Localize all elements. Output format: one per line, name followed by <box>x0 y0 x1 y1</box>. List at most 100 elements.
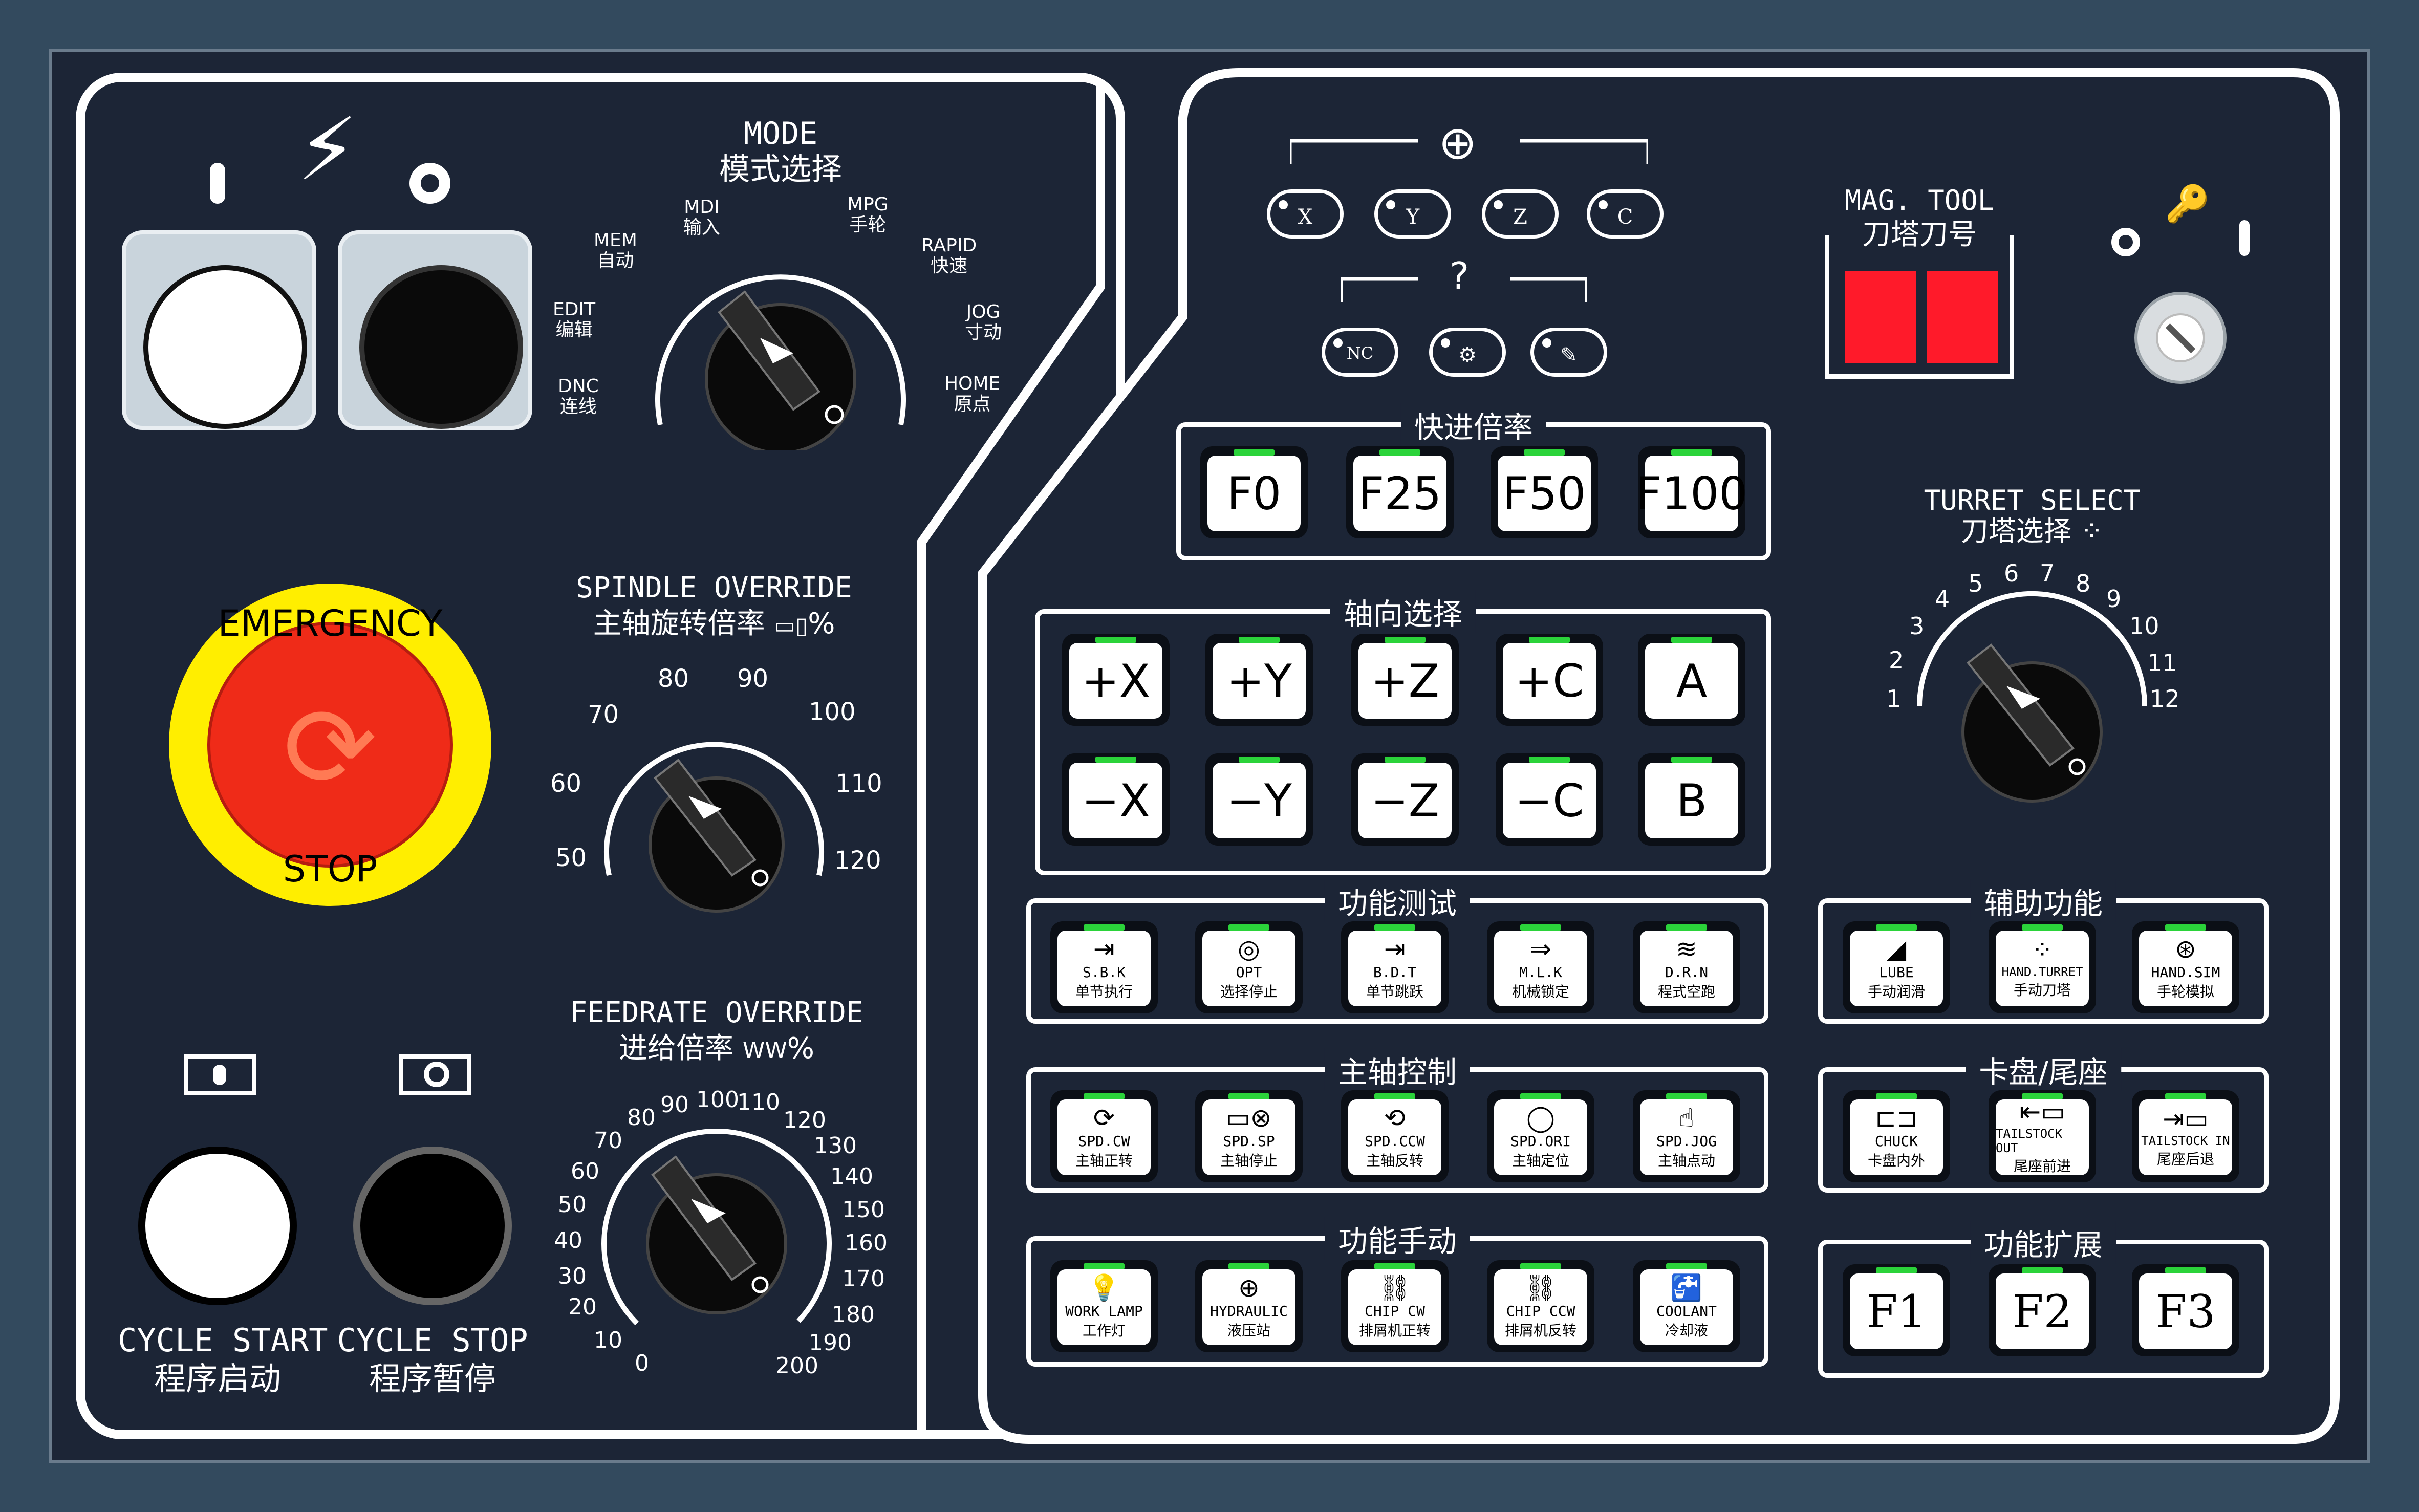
spindle-override-dial[interactable] <box>578 706 845 921</box>
power-on-icon <box>210 163 225 204</box>
cycle-start-label-cn: 程序启动 <box>154 1360 281 1397</box>
axis-minus-y-key[interactable]: −Y <box>1205 753 1313 846</box>
key-switch[interactable] <box>2134 292 2227 384</box>
key-off-icon <box>2111 228 2140 256</box>
nc-alarm-button[interactable]: NC <box>1322 328 1398 377</box>
dry-run-icon: ≋ <box>1676 934 1697 964</box>
home-bracket <box>1290 139 1648 164</box>
axis-minus-c-key[interactable]: −C <box>1496 753 1603 846</box>
home-x-button[interactable]: X <box>1267 189 1344 239</box>
power-on-button[interactable] <box>122 230 316 430</box>
help-gear-button[interactable]: ⚙ <box>1429 328 1506 377</box>
turret-icon: ⁘ <box>2080 515 2104 547</box>
mode-option-mpg[interactable]: MPG <box>847 194 889 215</box>
rapid-f100-key[interactable]: F100 <box>1636 446 1747 538</box>
func-ext-group: 功能扩展 <box>1818 1221 2269 1378</box>
mode-option-rapid[interactable]: RAPID <box>921 235 977 256</box>
rapid-f25-key[interactable]: F25 <box>1346 446 1454 538</box>
aux-group: 辅助功能 <box>1818 879 2269 1024</box>
tailstock-in-icon: ⇥▭ <box>2163 1104 2209 1134</box>
mode-option-dnc[interactable]: DNC <box>558 376 599 397</box>
emergency-stop-button[interactable]: ⟳ EMERGENCY STOP <box>169 584 491 906</box>
home-c-button[interactable]: C <box>1587 189 1664 239</box>
key-icon: 🔑 <box>2165 183 2210 225</box>
axis-minus-x-key[interactable]: −X <box>1062 753 1170 846</box>
cycle-start-label: CYCLE START <box>118 1322 328 1359</box>
mode-option-mem[interactable]: MEM <box>594 230 637 251</box>
tool-help-icon: ✎ <box>1560 343 1578 367</box>
cycle-stop-button[interactable] <box>353 1147 512 1305</box>
rapid-f0-key[interactable]: F0 <box>1200 446 1308 538</box>
ext-f1-key[interactable]: F1 <box>1843 1264 1950 1356</box>
axis-minus-z-key[interactable]: −Z <box>1351 753 1459 846</box>
help-mark: ? <box>1450 254 1470 297</box>
mode-option-mdi[interactable]: MDI <box>684 197 720 218</box>
optional-stop-icon: ◎ <box>1238 934 1260 964</box>
rapid-group: 快进倍率 <box>1176 403 1771 560</box>
key-on-icon <box>2239 220 2250 256</box>
ext-f3-key[interactable]: F3 <box>2132 1264 2239 1356</box>
lightning-icon: ⚡ <box>297 99 358 201</box>
feedrate-override-dial[interactable] <box>594 1116 839 1362</box>
emergency-label-bottom: STOP <box>283 848 378 890</box>
spindle-override-title-cn: 主轴旋转倍率 ▭▯% <box>593 607 835 640</box>
help-tool-button[interactable]: ✎ <box>1530 328 1607 377</box>
axis-plus-y-key[interactable]: +Y <box>1205 634 1313 726</box>
spindle-stop-icon: ▭⊗ <box>1226 1103 1272 1133</box>
turret-select-dial[interactable] <box>1899 589 2165 819</box>
spindle-override-title: SPINDLE OVERRIDE <box>576 571 852 604</box>
mode-title: MODE <box>743 116 818 152</box>
turret-select-title: TURRET SELECT <box>1924 484 2141 516</box>
home-y-button[interactable]: Y <box>1374 189 1451 239</box>
func-ext-title: 功能扩展 <box>1970 1221 2116 1264</box>
home-z-button[interactable]: Z <box>1482 189 1559 239</box>
func-test-group: 功能测试 <box>1026 879 1768 1024</box>
help-bracket <box>1341 277 1587 302</box>
axis-b-key[interactable]: B <box>1638 753 1745 846</box>
ext-f2-key[interactable]: F2 <box>1989 1264 2096 1356</box>
aux-title: 辅助功能 <box>1970 879 2116 922</box>
rapid-f50-key[interactable]: F50 <box>1491 446 1598 538</box>
power-off-icon <box>409 163 450 204</box>
mode-option-home[interactable]: HOME <box>944 373 1001 394</box>
cycle-start-button[interactable] <box>138 1147 297 1305</box>
mode-option-jog[interactable]: JOG <box>966 301 1001 322</box>
func-manual-group: 功能手动 <box>1026 1217 1768 1367</box>
chip-ccw-icon: ⛓ <box>1524 1272 1557 1303</box>
mode-dial[interactable] <box>640 215 926 450</box>
axis-plus-c-key[interactable]: +C <box>1496 634 1603 726</box>
tailstock-out-icon: ⇤▭ <box>2019 1097 2065 1127</box>
func-test-title: 功能测试 <box>1324 879 1471 922</box>
mode-option-edit[interactable]: EDIT <box>553 299 596 320</box>
rapid-title: 快进倍率 <box>1400 403 1547 446</box>
axis-plus-z-key[interactable]: +Z <box>1351 634 1459 726</box>
mag-tool-title: MAG. TOOL <box>1844 184 1995 217</box>
axis-a-key[interactable]: A <box>1638 634 1745 726</box>
power-off-button[interactable] <box>338 230 532 430</box>
spindle-ctrl-title: 主轴控制 <box>1324 1048 1471 1091</box>
emergency-label-top: EMERGENCY <box>218 602 443 644</box>
axis-plus-x-key[interactable]: +X <box>1062 634 1170 726</box>
spindle-orient-icon: ◯ <box>1526 1103 1555 1133</box>
